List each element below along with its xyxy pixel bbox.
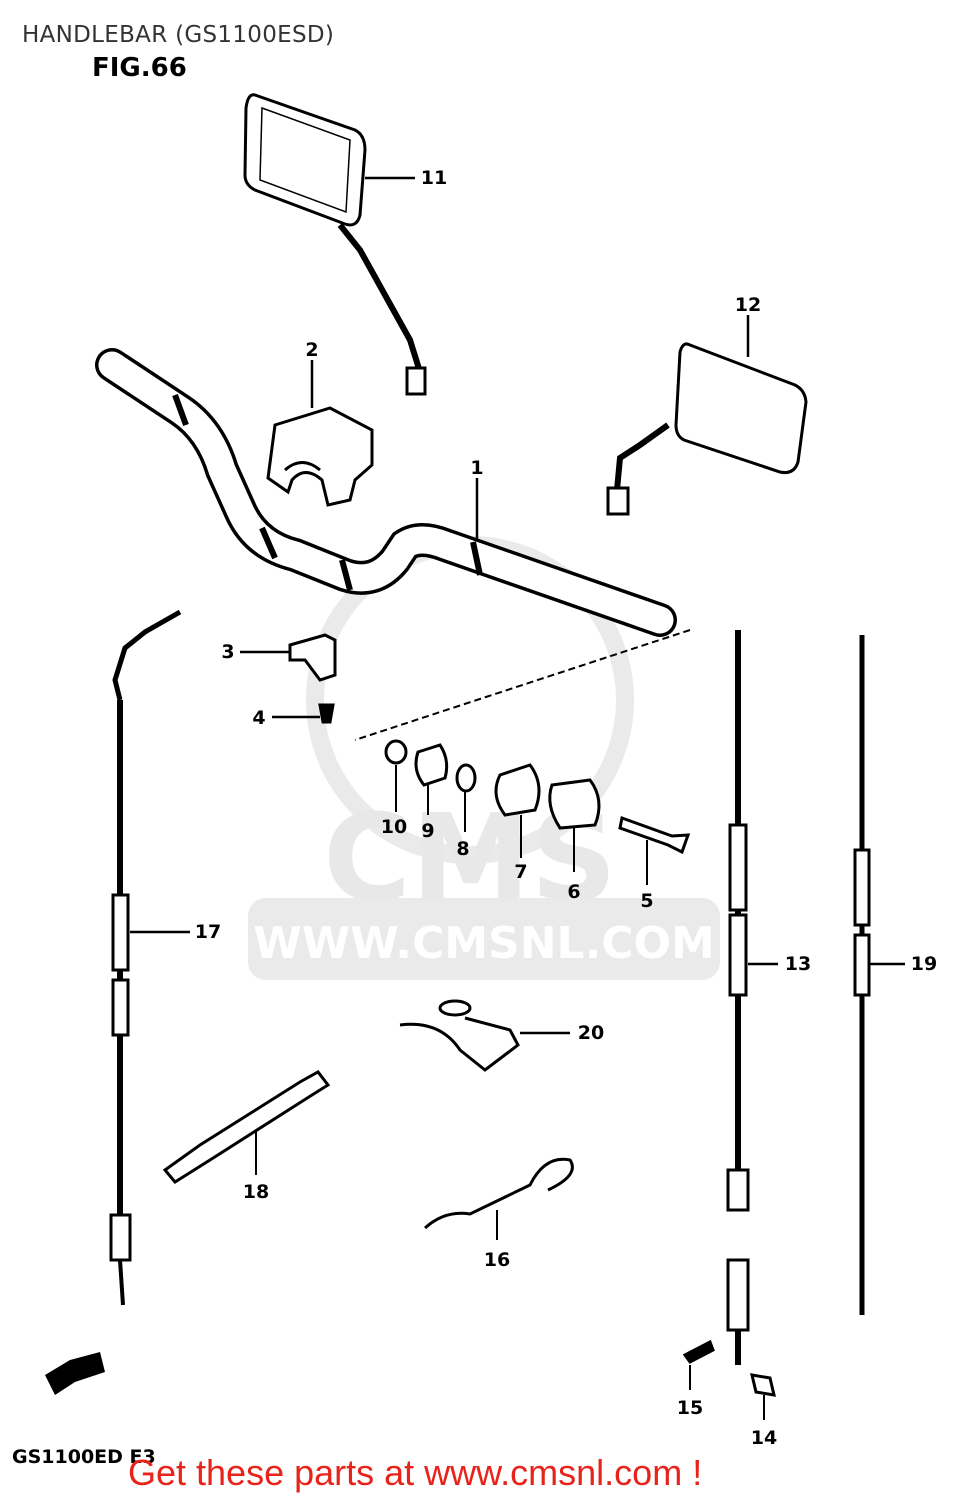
bar-end-parts — [384, 739, 691, 885]
promo-link[interactable]: Get these parts at www.cmsnl.com ! — [128, 1452, 703, 1493]
part-3-bracket — [240, 633, 337, 682]
watermark-url: WWW.CMSNL.COM — [253, 918, 715, 969]
assembly-leader-line — [354, 629, 691, 741]
label-8: 8 — [456, 838, 469, 860]
label-11: 11 — [421, 167, 447, 189]
label-15: 15 — [677, 1397, 703, 1419]
label-6: 6 — [567, 881, 580, 903]
part-10-nut — [384, 739, 408, 765]
part-16-wire-clip — [423, 1157, 574, 1240]
part-1-handlebar — [95, 348, 677, 637]
label-18: 18 — [243, 1181, 269, 1203]
label-5: 5 — [640, 890, 653, 912]
part-13-clutch-cable — [726, 630, 778, 1365]
part-labels: 1 2 3 4 5 6 7 8 9 10 11 12 13 14 15 16 1… — [195, 167, 937, 1449]
part-7-weight — [494, 763, 541, 817]
watermark: CMS WWW.CMSNL.COM — [248, 536, 720, 980]
fwd-arrow-icon — [45, 1352, 105, 1395]
part-17-throttle-cable — [109, 609, 190, 1306]
label-20: 20 — [578, 1022, 604, 1044]
part-8-washer — [455, 763, 477, 793]
label-19: 19 — [911, 953, 937, 975]
part-18-strap — [162, 1070, 331, 1184]
part-9-spacer — [414, 743, 449, 787]
label-17: 17 — [195, 921, 221, 943]
page-title: HANDLEBAR (GS1100ESD) — [22, 22, 335, 48]
label-12: 12 — [735, 294, 761, 316]
part-12-mirror-right — [606, 315, 808, 516]
part-6-weight — [548, 778, 601, 830]
part-2-holder-clamp — [266, 360, 374, 507]
part-15-screw — [682, 1339, 715, 1390]
label-4: 4 — [252, 707, 265, 729]
label-3: 3 — [221, 641, 234, 663]
label-2: 2 — [305, 339, 318, 361]
part-4-screw — [272, 703, 335, 724]
part-11-mirror-left — [243, 93, 427, 396]
label-13: 13 — [785, 953, 811, 975]
label-7: 7 — [514, 861, 527, 883]
label-10: 10 — [381, 816, 407, 838]
figure-number: FIG.66 — [92, 53, 187, 83]
part-19-choke-cable — [853, 635, 905, 1315]
model-code: GS1100ED E3 — [12, 1446, 156, 1468]
part-5-bolt — [618, 815, 691, 855]
label-1: 1 — [470, 457, 483, 479]
label-14: 14 — [751, 1427, 777, 1449]
part-20-wire-clamp — [399, 999, 570, 1072]
label-9: 9 — [421, 820, 434, 842]
label-16: 16 — [484, 1249, 510, 1271]
part-14-screw — [750, 1373, 776, 1420]
